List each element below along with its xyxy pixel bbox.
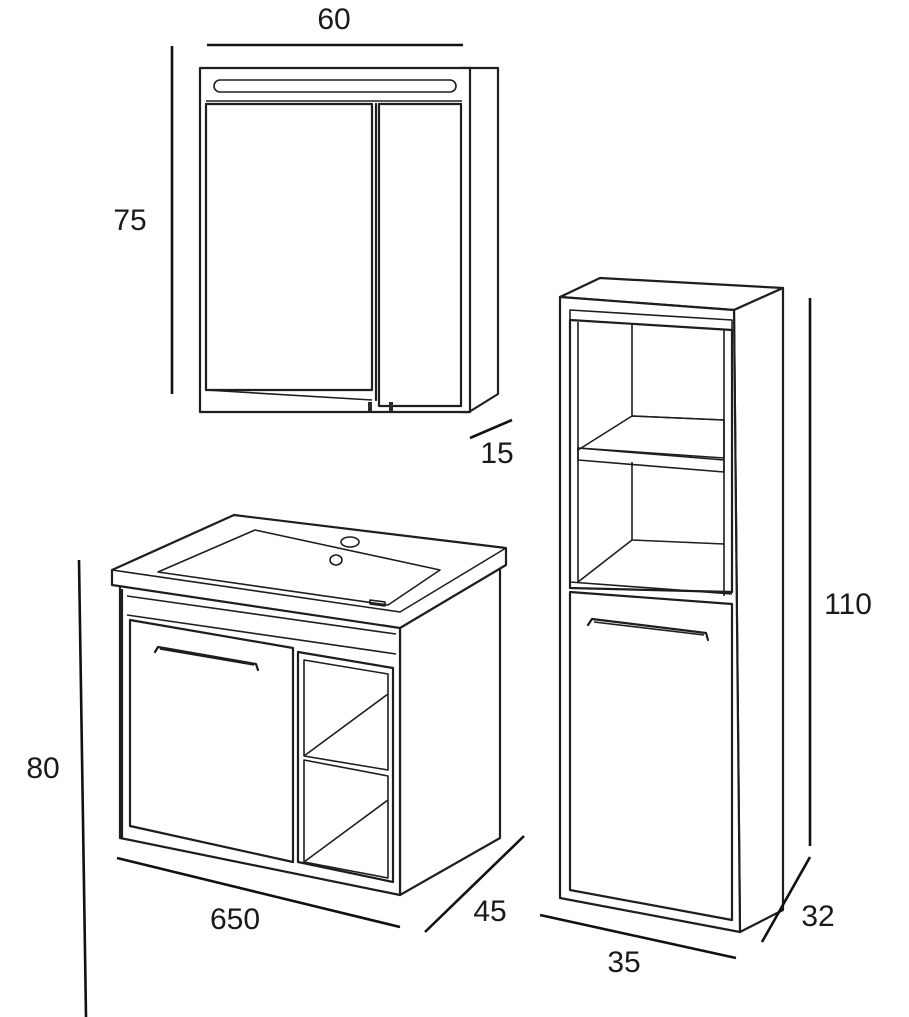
tall-cabinet-open-niche [568,318,734,594]
tall-cabinet-handle [586,617,710,642]
dim-line-vanity-height [77,559,88,1017]
mirror-door-left [204,102,374,392]
dim-line-tall-depth [760,856,812,943]
vanity-door [128,618,295,864]
door-knob [368,402,372,411]
mirror-door-right [377,102,463,408]
drain-icon [329,554,343,566]
basin-bowl [157,529,441,606]
dim-line-vanity-width [116,856,401,929]
label-mirror-depth: 15 [480,437,513,470]
label-vanity-depth: 45 [473,895,506,928]
label-tall-depth: 32 [801,900,834,933]
label-vanity-height: 80 [26,752,59,785]
label-vanity-width: 650 [210,903,260,936]
label-mirror-width: 60 [317,3,350,36]
basin-top [110,513,508,630]
tap-hole [340,536,360,548]
door-knob [389,402,393,411]
mirror-cabinet [198,66,500,414]
dim-line-mirror-depth [469,418,513,440]
vanity-open-shelves [296,650,395,884]
tall-cabinet-door [568,590,734,922]
tall-cabinet [558,276,785,934]
label-mirror-height: 75 [113,204,146,237]
tall-cabinet-side [732,286,785,934]
vanity-unit [110,513,508,897]
light-bar [213,79,457,93]
vanity-door-handle [153,645,260,672]
label-tall-width: 35 [607,946,640,979]
label-tall-height: 110 [824,588,872,621]
dim-line-tall-width [539,913,737,960]
dim-line-vanity-depth [424,835,525,933]
